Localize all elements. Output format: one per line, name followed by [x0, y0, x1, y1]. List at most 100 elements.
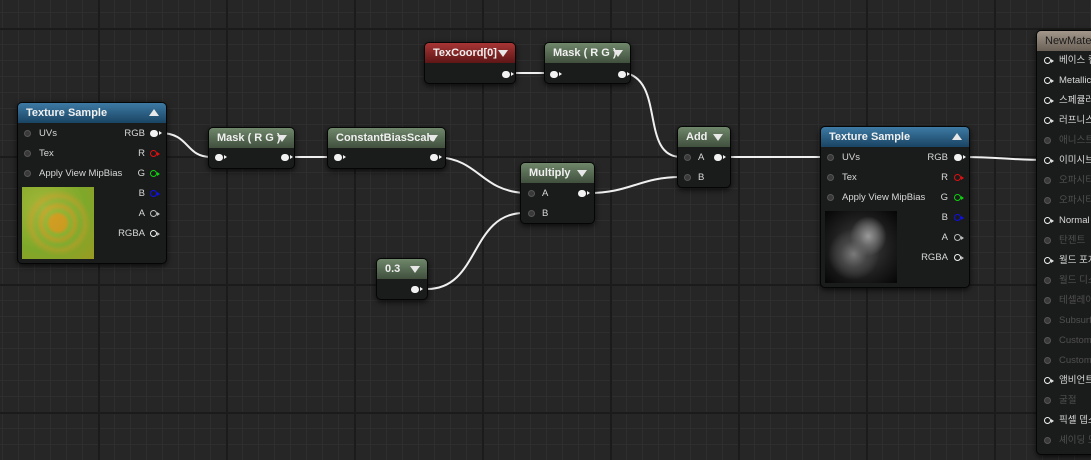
- wire-constant-to-multiply-b: [426, 212, 525, 290]
- output-pin[interactable]: [714, 154, 726, 161]
- output-pin[interactable]: [281, 154, 293, 161]
- input-pin-b[interactable]: [684, 174, 691, 181]
- input-pin-uvs[interactable]: [827, 154, 834, 161]
- output-pin-g[interactable]: [150, 170, 160, 177]
- collapse-arrow-icon[interactable]: [277, 135, 287, 142]
- input-pin-b[interactable]: [528, 210, 535, 217]
- expand-arrow-icon[interactable]: [149, 109, 159, 116]
- material-input-pin[interactable]: [1044, 317, 1051, 324]
- collapse-arrow-icon[interactable]: [577, 170, 587, 177]
- node-multiply[interactable]: Multiply A B: [520, 162, 595, 224]
- material-input-label: 오파시티: [1059, 195, 1091, 206]
- input-pin[interactable]: [215, 154, 227, 161]
- material-input-label: 오파시티: [1059, 175, 1091, 186]
- pin-label: Apply View MipBias: [842, 192, 926, 203]
- output-pin[interactable]: [578, 190, 590, 197]
- wire-mask-top-to-add-a: [624, 72, 682, 158]
- node-mask-left[interactable]: Mask ( R G ): [208, 127, 295, 169]
- input-pin[interactable]: [550, 71, 562, 78]
- node-texcoord[interactable]: TexCoord[0]: [424, 42, 516, 84]
- node-mask-left-title[interactable]: Mask ( R G ): [209, 128, 294, 148]
- material-input-label: 굴절: [1059, 395, 1077, 406]
- wire-multiply-to-add-b: [588, 176, 682, 194]
- output-pin-a[interactable]: [150, 210, 160, 217]
- wire-texsample-rgb-to-mask: [159, 132, 212, 158]
- material-input-pin[interactable]: [1044, 57, 1054, 64]
- expand-arrow-icon[interactable]: [952, 133, 962, 140]
- material-input-pin[interactable]: [1044, 337, 1051, 344]
- node-add[interactable]: Add A B: [677, 126, 731, 188]
- node-multiply-title[interactable]: Multiply: [521, 163, 594, 183]
- material-input-pin[interactable]: [1044, 397, 1051, 404]
- pin-label: Tex: [39, 148, 54, 159]
- input-pin[interactable]: [334, 154, 346, 161]
- collapse-arrow-icon[interactable]: [498, 50, 508, 57]
- node-material-result[interactable]: NewMater 베이스 컬Metallic스페큘러러프니스애니스트이미시브오파…: [1036, 30, 1091, 455]
- pin-label: A: [542, 188, 549, 199]
- node-texture-sample-left-title[interactable]: Texture Sample: [18, 103, 166, 123]
- input-pin-tex[interactable]: [24, 150, 31, 157]
- material-input-pin[interactable]: [1044, 77, 1054, 84]
- node-texture-sample-left[interactable]: Texture Sample UVs Tex Apply View MipBia…: [17, 102, 167, 264]
- output-pin-b[interactable]: [150, 190, 160, 197]
- material-input-label: 픽셀 뎁스: [1059, 415, 1091, 426]
- pin-label: G: [137, 168, 145, 179]
- material-input-label: Subsurf: [1059, 315, 1091, 326]
- collapse-arrow-icon[interactable]: [713, 134, 723, 141]
- material-input-pin[interactable]: [1044, 157, 1054, 164]
- node-add-title[interactable]: Add: [678, 127, 730, 147]
- input-pin-uvs[interactable]: [24, 130, 31, 137]
- collapse-arrow-icon[interactable]: [428, 135, 438, 142]
- node-constant[interactable]: 0.3: [376, 258, 428, 300]
- material-input-label: Normal: [1059, 215, 1090, 226]
- material-input-pin[interactable]: [1044, 297, 1051, 304]
- output-pin-rgb[interactable]: [150, 130, 162, 137]
- output-pin-rgba[interactable]: [150, 230, 160, 237]
- node-constant-bias-scale[interactable]: ConstantBiasScale: [327, 127, 446, 169]
- pin-label: B: [698, 172, 705, 183]
- output-pin-a[interactable]: [954, 234, 964, 241]
- material-input-pin[interactable]: [1044, 437, 1051, 444]
- material-input-pin[interactable]: [1044, 257, 1054, 264]
- output-pin[interactable]: [618, 71, 630, 78]
- output-pin-b[interactable]: [954, 214, 964, 221]
- output-pin-rgba[interactable]: [954, 254, 964, 261]
- collapse-arrow-icon[interactable]: [410, 266, 420, 273]
- material-input-label: 앰비언트: [1059, 375, 1091, 386]
- node-mask-top[interactable]: Mask ( R G ): [544, 42, 631, 84]
- material-input-pin[interactable]: [1044, 237, 1051, 244]
- node-constant-bias-scale-title[interactable]: ConstantBiasScale: [328, 128, 445, 148]
- material-input-pin[interactable]: [1044, 117, 1054, 124]
- node-texcoord-title[interactable]: TexCoord[0]: [425, 43, 515, 63]
- node-texture-sample-right-title[interactable]: Texture Sample: [821, 127, 969, 147]
- collapse-arrow-icon[interactable]: [613, 50, 623, 57]
- input-pin-mipbias[interactable]: [24, 170, 31, 177]
- material-input-pin[interactable]: [1044, 357, 1051, 364]
- material-input-label: 스페큘러: [1059, 95, 1091, 106]
- material-input-pin[interactable]: [1044, 217, 1054, 224]
- material-input-pin[interactable]: [1044, 137, 1051, 144]
- wire-texsample-rgb-to-emissive: [961, 156, 1047, 161]
- material-input-pin[interactable]: [1044, 277, 1051, 284]
- input-pin-a[interactable]: [684, 154, 691, 161]
- output-pin-g[interactable]: [954, 194, 964, 201]
- material-input-pin[interactable]: [1044, 417, 1054, 424]
- node-texture-sample-right[interactable]: Texture Sample UVs Tex Apply View MipBia…: [820, 126, 970, 288]
- node-constant-title[interactable]: 0.3: [377, 259, 427, 279]
- output-pin-r[interactable]: [150, 150, 160, 157]
- node-material-result-title[interactable]: NewMater: [1037, 31, 1091, 51]
- output-pin-rgb[interactable]: [954, 154, 966, 161]
- output-pin[interactable]: [430, 154, 442, 161]
- output-pin[interactable]: [411, 286, 423, 293]
- material-input-pin[interactable]: [1044, 177, 1051, 184]
- node-mask-top-title[interactable]: Mask ( R G ): [545, 43, 630, 63]
- material-input-pin[interactable]: [1044, 197, 1051, 204]
- input-pin-a[interactable]: [528, 190, 535, 197]
- material-input-pin[interactable]: [1044, 97, 1054, 104]
- input-pin-tex[interactable]: [827, 174, 834, 181]
- material-input-pin[interactable]: [1044, 377, 1054, 384]
- input-pin-mipbias[interactable]: [827, 194, 834, 201]
- output-pin[interactable]: [502, 71, 514, 78]
- output-pin-r[interactable]: [954, 174, 964, 181]
